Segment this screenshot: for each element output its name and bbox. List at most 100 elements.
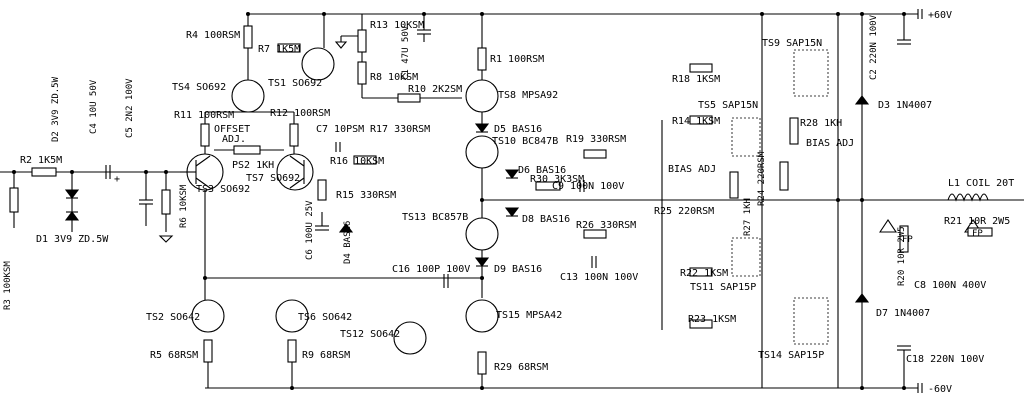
ts8-transistor — [465, 79, 499, 113]
c1-label: C1 47U 50V — [401, 25, 411, 80]
r26-label: R26 330RSM — [576, 220, 636, 231]
d5-label: D5 BAS16 — [494, 124, 542, 135]
r2-label: R2 1K5M — [20, 155, 62, 166]
fp-label-2: FP — [972, 229, 983, 239]
d9-label: D9 BAS16 — [494, 264, 542, 275]
r2-resistor — [31, 167, 57, 177]
junction-dots — [12, 12, 906, 390]
bottom-current-sources: TS2 SO642 R5 68RSM TS6 SO642 R9 68RSM TS… — [146, 190, 562, 388]
ts13-transistor — [465, 217, 499, 251]
r9-label: R9 68RSM — [302, 350, 350, 361]
ts15-transistor — [465, 299, 499, 333]
bias-adj-1: BIAS ADJ — [668, 164, 716, 175]
r25-label: R25 220RSM — [654, 206, 714, 217]
warning-icon — [878, 219, 898, 233]
r12-resistor — [289, 123, 299, 147]
ts15-label: TS15 MPSA42 — [496, 310, 562, 321]
d7-label: D7 1N4007 — [876, 308, 930, 319]
r17-label: R17 330RSM — [370, 124, 430, 135]
r16-resistor — [353, 155, 377, 165]
fp-label-1: FP — [902, 235, 913, 245]
ts1-transistor — [301, 47, 335, 81]
r27-label: R27 1KH — [743, 198, 753, 236]
ts5-package — [731, 117, 761, 157]
ts3-label: TS3 SO692 — [196, 184, 250, 195]
r6-label: R6 10KSM — [179, 184, 189, 228]
ts6-label: TS6 SO642 — [298, 312, 352, 323]
r8-label: R8 10KSM — [370, 72, 418, 83]
ts13-label: TS13 BC857B — [402, 212, 468, 223]
c18-label: C18 220N 100V — [906, 354, 984, 365]
ts2-transistor — [191, 299, 225, 333]
r10-label: R10 2K2SM — [408, 84, 462, 95]
c9-label: C9 100N 100V — [552, 181, 624, 192]
ts12-transistor — [393, 321, 427, 355]
ts9-package — [793, 49, 829, 97]
d1-label: D1 3V9 ZD.5W — [36, 234, 109, 245]
d8-label: D8 BAS16 — [522, 214, 570, 225]
r8-resistor — [357, 61, 367, 85]
ts10-label: TS10 BC847B — [492, 136, 558, 147]
r11-resistor — [200, 123, 210, 147]
feedback-network: C7 10PSM R17 330RSM R16 10KSM R15 330RSM… — [305, 124, 470, 288]
c5-label: C5 2N2 100V — [125, 78, 135, 138]
r1-label: R1 100RSM — [490, 54, 544, 65]
r13-resistor — [357, 29, 367, 53]
output-stage: R18 1KSM R14 1KSM R22 1KSM R23 1KSM TS5 … — [482, 14, 1024, 388]
r18-resistor — [689, 63, 713, 73]
d6-label: D6 BAS16 — [518, 165, 566, 176]
negative-rail-label: -60V — [928, 384, 952, 395]
l1-coil — [947, 193, 989, 202]
ts9-label: TS9 SAP15N — [762, 38, 822, 49]
r11-label: R11 100RSM — [174, 110, 234, 121]
ps2-pot — [233, 145, 261, 155]
r13-label: R13 10KSM — [370, 20, 424, 31]
positive-rail-label: +60V — [928, 10, 952, 21]
r19-label: R19 330RSM — [566, 134, 626, 145]
r27-pot — [729, 171, 739, 199]
r6-resistor — [161, 189, 171, 215]
r14-resistor — [689, 115, 713, 125]
r22-label: R22 1KSM — [680, 268, 728, 279]
input-section: R3 100KSM R2 1K5M D1 3V9 ZD.5W D2 3V9 ZD… — [0, 76, 189, 310]
r26-resistor — [583, 229, 607, 239]
ts5-label: TS5 SAP15N — [698, 100, 758, 111]
c8-label: C8 100N 400V — [914, 280, 986, 291]
ts14-package — [793, 297, 829, 345]
r1-resistor — [477, 47, 487, 71]
c16-label: C16 100P 100V — [392, 264, 470, 275]
r4-resistor — [243, 25, 253, 49]
c4-plus: + — [114, 174, 120, 185]
ts12-label: TS12 SO642 — [340, 329, 400, 340]
ts8-label: TS8 MPSA92 — [498, 90, 558, 101]
r23-resistor — [689, 319, 713, 329]
r18-label: R18 1KSM — [672, 74, 720, 85]
d4-label: D4 BAS16 — [343, 221, 353, 264]
c6-label: C6 100U 25V — [305, 200, 315, 260]
bias-adj-2: BIAS ADJ — [806, 138, 854, 149]
l1-label: L1 COIL 20T — [948, 178, 1014, 189]
r14-label: R14 1KSM — [672, 116, 720, 127]
r4-label: R4 100RSM — [186, 30, 240, 41]
ts4-transistor — [231, 79, 265, 113]
rail-protection: D3 1N4007 D7 1N4007 C2 220N 100V C18 220… — [854, 14, 1014, 388]
r29-label: R29 68RSM — [494, 362, 548, 373]
r21-resistor — [967, 227, 993, 237]
r24-resistor — [779, 161, 789, 191]
d2-label: D2 3V9 ZD.5W — [51, 76, 61, 142]
vas-bias-network: R13 10KSM R8 10KSM C1 47U 50V R10 2K2SM — [334, 14, 462, 103]
r16-label: R16 10KSM — [330, 156, 384, 167]
r12-label: R12 100RSM — [270, 108, 330, 119]
c13-label: C13 100N 100V — [560, 272, 638, 283]
d3-label: D3 1N4007 — [878, 100, 932, 111]
r3-label: R3 100KSM — [3, 261, 13, 310]
c4-label: C4 10U 50V — [89, 79, 99, 134]
r20-resistor — [899, 225, 909, 253]
r30-resistor — [535, 181, 561, 191]
r28-pot — [789, 117, 799, 145]
ts1-label: TS1 SO692 — [268, 78, 322, 89]
r9-resistor — [287, 339, 297, 363]
r7-label: R7 1K5M — [258, 44, 300, 55]
ts11-package — [731, 237, 761, 277]
